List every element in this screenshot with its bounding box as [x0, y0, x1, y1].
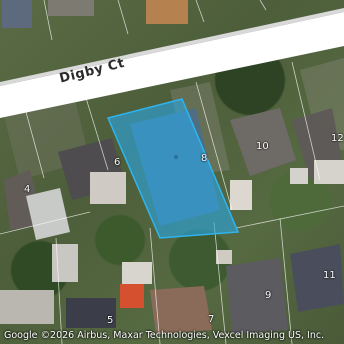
- building-roof: [48, 0, 94, 16]
- lot-number-9: 9: [265, 290, 272, 301]
- lot-number-5: 5: [107, 315, 114, 326]
- building-roof: [66, 298, 116, 328]
- lot-number-10: 10: [256, 141, 269, 152]
- building-roof: [122, 262, 152, 284]
- lot-number-12: 12: [331, 133, 344, 144]
- building-roof: [314, 160, 344, 184]
- road-edge: [0, 8, 344, 86]
- highlighted-parcel: [106, 98, 240, 239]
- lot-number-6: 6: [114, 157, 121, 168]
- building-roof: [0, 290, 54, 324]
- building-roof: [230, 108, 296, 176]
- building-roof: [290, 244, 344, 312]
- lot-number-7: 7: [208, 314, 215, 325]
- building-roof: [90, 172, 126, 204]
- lot-number-11: 11: [323, 270, 336, 281]
- building-roof: [26, 188, 70, 240]
- building-roof: [290, 168, 308, 184]
- building-roof: [216, 250, 232, 264]
- building-roof: [2, 0, 32, 28]
- building-roof: [146, 0, 188, 24]
- lot-number-8: 8: [201, 153, 208, 164]
- building-roof: [150, 286, 212, 334]
- lot-number-4: 4: [24, 184, 31, 195]
- road-digby-ct: [0, 12, 344, 118]
- map-attribution: Google ©2026 Airbus, Maxar Technologies,…: [4, 330, 325, 341]
- building-roof: [52, 244, 78, 282]
- parcel-marker: [173, 154, 179, 160]
- building-roof: [120, 284, 144, 308]
- building-roof: [226, 258, 288, 334]
- building-roof: [230, 180, 252, 210]
